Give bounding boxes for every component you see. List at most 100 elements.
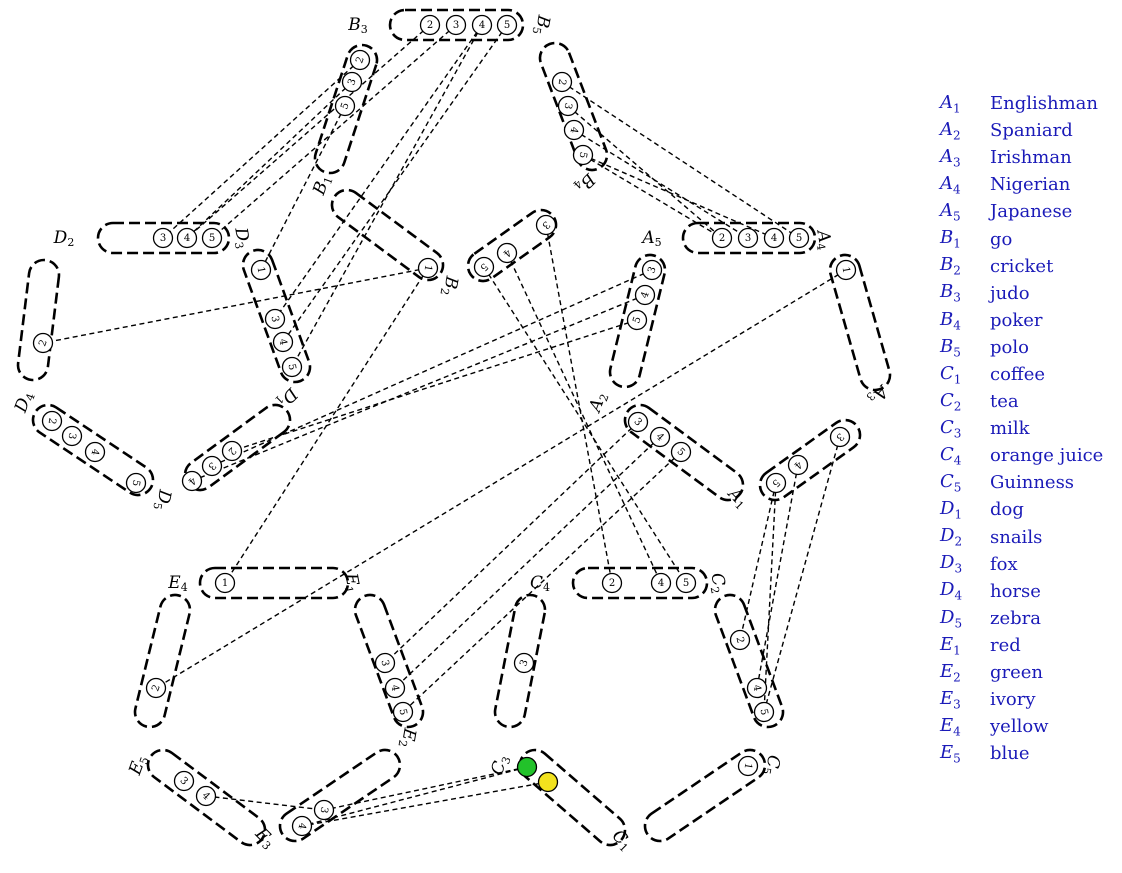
legend-name: fox <box>990 553 1018 575</box>
legend-symbol: A1 <box>940 91 961 116</box>
legend-symbol: B1 <box>940 227 961 251</box>
legend-name: green <box>990 662 1044 684</box>
legend-name: horse <box>990 580 1041 602</box>
constraint-link <box>155 269 847 689</box>
legend-symbol: C4 <box>940 443 962 468</box>
svg-text:2: 2 <box>37 338 50 348</box>
group-slots <box>16 8 892 847</box>
legend-name: Irishman <box>990 147 1072 169</box>
value-node-d5: 5 <box>125 472 147 494</box>
slot-c1 <box>518 748 627 847</box>
legend-name: red <box>990 634 1021 656</box>
svg-text:2: 2 <box>556 78 568 86</box>
slot-d3 <box>241 248 312 384</box>
legend-symbol: D5 <box>940 606 963 631</box>
value-node-c3: 3 <box>513 652 535 674</box>
constraint-link <box>211 24 457 239</box>
value-node-c4: 2 <box>601 572 623 594</box>
constraint-link <box>483 266 687 584</box>
svg-text:2: 2 <box>719 233 725 244</box>
legend-symbol: A3 <box>940 145 961 170</box>
legend-name: poker <box>990 309 1043 331</box>
svg-text:1: 1 <box>422 264 434 272</box>
group-label-b2: B2 <box>438 274 462 298</box>
legend-name: cricket <box>990 255 1054 277</box>
value-node-d3: 5 <box>281 356 303 378</box>
value-node-b4: 3 <box>535 214 557 236</box>
value-node-d1: 2 <box>221 440 243 462</box>
svg-text:4: 4 <box>389 684 401 692</box>
legend-symbol: B3 <box>940 281 961 305</box>
constraint-link <box>191 294 646 482</box>
constraint-link <box>582 154 775 239</box>
slot-e4 <box>198 566 350 600</box>
slot-c4 <box>571 566 709 600</box>
slot-c5 <box>643 748 767 843</box>
group-label-b1: B1 <box>309 172 335 198</box>
value-node-c2: 4 <box>746 677 768 699</box>
group-label-c2: C2 <box>706 571 730 594</box>
svg-text:5: 5 <box>286 363 298 371</box>
value-node-b1: 3 <box>341 71 363 93</box>
value-node-c2: 2 <box>729 629 751 651</box>
legend-name: dog <box>990 499 1024 521</box>
group-label-d5: D5 <box>151 487 175 512</box>
constraint-link <box>231 319 638 452</box>
svg-text:3: 3 <box>646 265 659 275</box>
constraint-link <box>394 436 661 689</box>
legend-name: coffee <box>990 363 1046 385</box>
svg-text:3: 3 <box>346 77 359 87</box>
group-label-c5: C5 <box>760 753 784 776</box>
value-node-b4: 4 <box>496 242 518 264</box>
value-node-d3: 4 <box>272 331 294 353</box>
group-label-e4: E4 <box>167 573 187 594</box>
group-label-a1: A1 <box>722 483 752 513</box>
value-node-a5: 3 <box>737 227 759 249</box>
svg-text:5: 5 <box>796 233 802 244</box>
value-node-a2: 5 <box>626 309 648 331</box>
slot-b4 <box>466 208 558 283</box>
svg-text:3: 3 <box>745 233 751 244</box>
value-node-e4: 1 <box>214 572 236 594</box>
group-label-a2: A2 <box>585 390 612 417</box>
legend-symbol: C1 <box>940 362 962 387</box>
slot-d5 <box>31 403 155 497</box>
svg-text:1: 1 <box>222 578 228 589</box>
slot-e2 <box>278 748 402 843</box>
svg-text:5: 5 <box>758 708 770 716</box>
legend-row: D5 zebra <box>940 605 1103 632</box>
value-node-c4: 4 <box>650 572 672 594</box>
svg-text:5: 5 <box>504 20 510 31</box>
legend-name: blue <box>990 743 1030 765</box>
value-node-b5: 3 <box>557 95 579 117</box>
legend-name: go <box>990 228 1013 250</box>
value-node-d1: 4 <box>181 470 203 492</box>
svg-text:4: 4 <box>751 684 763 692</box>
legend-name: zebra <box>990 607 1041 629</box>
value-node-b3: 3 <box>445 14 467 36</box>
slot-d2 <box>96 221 231 255</box>
constraint-link <box>739 482 777 641</box>
group-label-a5: A5 <box>640 228 661 249</box>
constraint-link <box>402 451 682 713</box>
legend-symbol: C5 <box>940 471 962 495</box>
value-node-e3: 3 <box>173 770 195 792</box>
legend-symbol: E1 <box>940 633 961 658</box>
svg-text:1: 1 <box>742 762 754 770</box>
constraint-links <box>42 24 847 827</box>
value-node-b3: 5 <box>496 14 518 36</box>
svg-text:2: 2 <box>354 55 367 65</box>
constraint-link <box>186 24 431 239</box>
legend-name: Spaniard <box>990 120 1073 142</box>
svg-text:2: 2 <box>609 578 615 589</box>
value-node-c5: 1 <box>737 755 759 777</box>
value-node-b3: 4 <box>471 14 493 36</box>
svg-text:3: 3 <box>562 102 574 110</box>
slot-b3 <box>388 8 525 42</box>
constraint-link <box>545 224 613 584</box>
legend-name: Japanese <box>990 201 1073 223</box>
